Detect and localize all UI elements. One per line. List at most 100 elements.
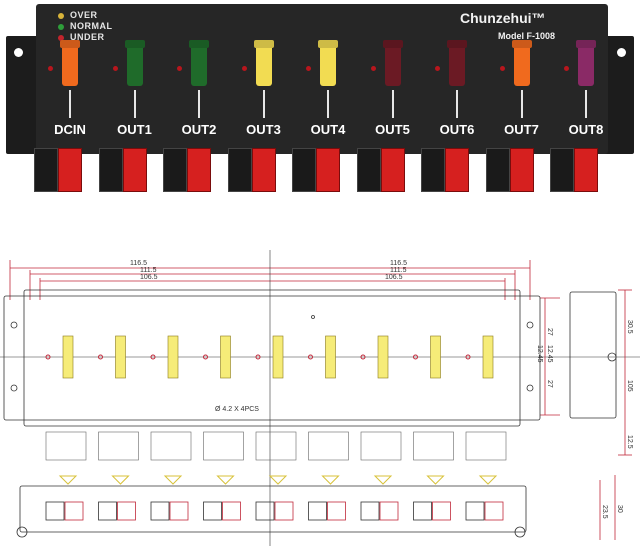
drawing-connector-top	[203, 431, 244, 461]
dim-front-a: 23.5	[601, 505, 608, 519]
channel-label: OUT8	[568, 122, 604, 137]
channel-divider	[520, 90, 523, 118]
dim-right-bottom: 27	[546, 380, 553, 388]
drawing-connector-front-red	[327, 501, 346, 521]
legend-under-label: UNDER	[70, 32, 105, 42]
dim-width-total-left: 116.5	[130, 260, 147, 267]
drawing-connector-front-black	[150, 501, 170, 521]
channel-label: OUT3	[246, 122, 281, 137]
drawing-led	[150, 354, 156, 360]
legend-over-label: OVER	[70, 10, 98, 20]
drawing-connector-top	[413, 431, 454, 461]
channel-label: OUT2	[181, 122, 217, 137]
drawing-connector-front-black	[45, 501, 65, 521]
powerpole-connector	[292, 148, 340, 192]
dim-side-bottom: 12.5	[626, 435, 633, 449]
drawing-fuse-front	[163, 475, 183, 485]
fuse-out8	[576, 40, 596, 86]
drawing-connector-top	[98, 431, 139, 461]
model-label: Model F-1008	[498, 31, 556, 41]
drawing-fuse	[62, 335, 74, 379]
dim-right-top-c: 12.45	[536, 345, 543, 363]
drawing-connector-top	[150, 431, 192, 461]
channel-divider	[456, 90, 458, 118]
legend-over: OVER	[58, 10, 98, 20]
mount-hole	[617, 48, 626, 57]
drawing-fuse	[482, 335, 494, 379]
channel-divider	[327, 90, 329, 118]
drawing-connector-top	[255, 431, 297, 461]
top-view-fuses	[45, 335, 494, 379]
channel-divider	[262, 90, 265, 118]
drawing-connector-front-red	[379, 501, 399, 521]
status-led-icon	[435, 66, 440, 71]
powerpole-connector	[163, 148, 211, 192]
dim-width-total-right: 116.5	[390, 260, 407, 267]
drawing-fuse-front	[268, 475, 288, 485]
drawing-fuse	[272, 335, 284, 379]
drawing-led	[255, 354, 261, 360]
dim-right-top-b: 12.45	[546, 345, 553, 363]
drawing-led	[413, 354, 418, 360]
drawing-connector-front-black	[413, 501, 432, 521]
led-over-icon	[58, 12, 64, 19]
channel-divider	[585, 90, 587, 118]
drawing-led	[308, 354, 313, 360]
drawing-fuse	[220, 335, 231, 379]
drawing-fuse-front	[321, 475, 340, 485]
legend-normal-label: NORMAL	[70, 21, 113, 31]
drawing-fuse-front	[373, 475, 393, 485]
drawing-fuse-front	[478, 475, 498, 485]
drawing-fuse-front	[58, 475, 78, 485]
dim-side-top: 30.5	[626, 320, 633, 334]
status-led-icon	[112, 66, 118, 71]
legend-normal: NORMAL	[58, 21, 113, 31]
drawing-led	[98, 354, 103, 360]
fuse-out5	[382, 40, 403, 86]
fuse-out1	[124, 40, 145, 86]
drawing-connector-top	[360, 431, 402, 461]
drawing-connector-front-red	[432, 501, 451, 521]
dim-front-b: 30	[616, 505, 623, 513]
fuse-out7	[511, 40, 532, 86]
status-led-icon	[306, 66, 311, 71]
dim-width-inner-right: 106.5	[385, 274, 403, 281]
drawing-connector-top	[45, 431, 87, 461]
drawing-connector-front-red	[117, 501, 136, 521]
fuse-out6	[447, 40, 467, 86]
dim-width-inner-left: 106.5	[140, 274, 158, 281]
drawing-connector-front-red	[274, 501, 294, 521]
fuse-out3	[253, 40, 274, 86]
brand-label: Chunzehui™	[460, 10, 546, 26]
fuse-dcin	[60, 40, 80, 86]
drawing-connector-front-black	[255, 501, 275, 521]
drawing-fuse	[115, 335, 126, 379]
powerpole-connector	[421, 148, 469, 192]
powerpole-connector	[485, 148, 534, 192]
channel-divider	[198, 90, 200, 118]
dim-lines	[0, 250, 640, 546]
connector-outlines	[45, 431, 507, 521]
channel-label: OUT7	[504, 122, 539, 137]
drawing-fuse-front	[216, 475, 235, 485]
channel-label: OUT4	[310, 122, 346, 137]
dimension-drawing: 116.5 116.5 111.5 111.5 106.5 106.5 Ø 4.…	[0, 240, 640, 546]
drawing-led	[203, 354, 208, 360]
powerpole-connector	[227, 148, 276, 192]
drawing-fuse-front	[111, 475, 130, 485]
drawing-led	[465, 354, 471, 360]
top-view-outline	[3, 289, 617, 538]
powerpole-connector	[356, 148, 405, 192]
powerpole-connector	[550, 148, 598, 192]
dim-side-mid: 105	[626, 380, 633, 392]
drawing-fuse	[325, 335, 336, 379]
drawing-led	[45, 354, 51, 360]
drawing-led	[360, 354, 366, 360]
drawing-connector-front-red	[169, 501, 189, 521]
status-led-icon	[241, 66, 247, 71]
channel-divider	[391, 90, 394, 118]
dim-width-mid-right: 111.5	[390, 267, 407, 274]
led-normal-icon	[58, 23, 64, 30]
drawing-connector-front-black	[203, 501, 222, 521]
drawing-connector-front-black	[465, 501, 485, 521]
